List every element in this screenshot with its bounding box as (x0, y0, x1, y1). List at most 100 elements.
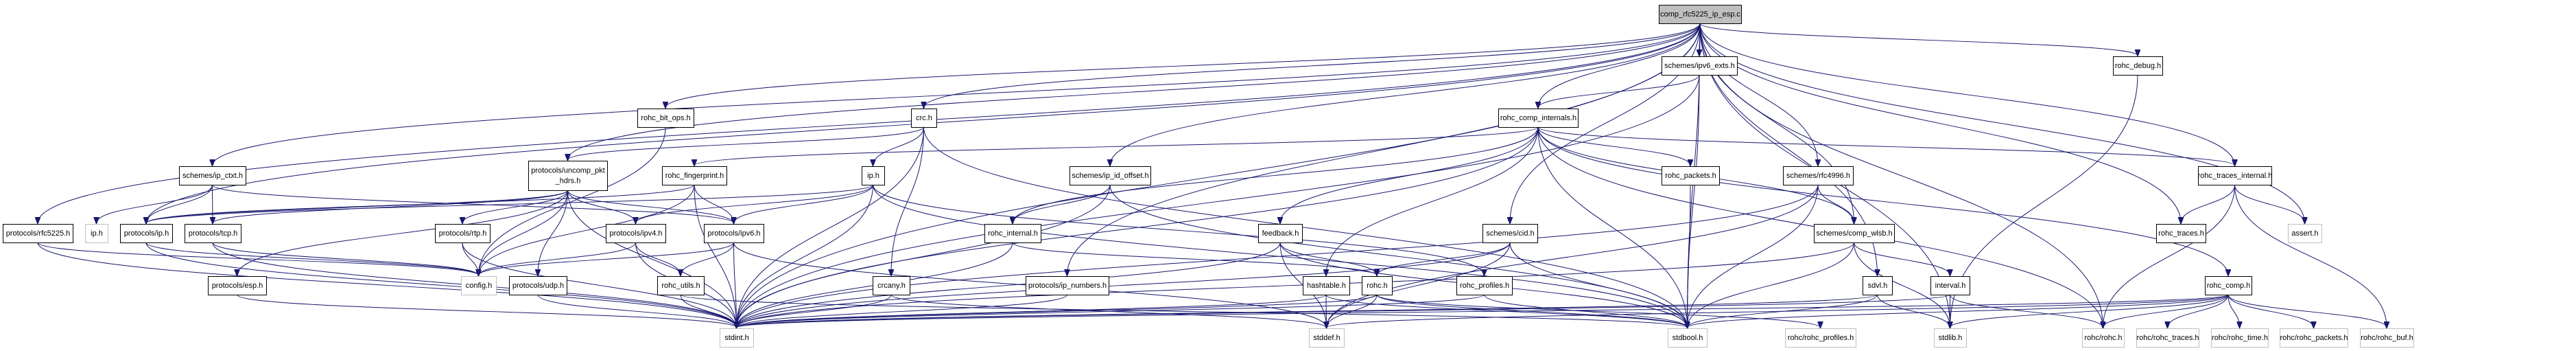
node-uncomp-pkt-hdrs[interactable]: protocols/uncomp_pkt_hdrs.h (528, 161, 608, 191)
edge-root-to-rohc_rohc (1699, 23, 2103, 328)
edge-root-to-ip_ctxt (213, 23, 1701, 166)
node-rohc-traces-internal[interactable]: rohc_traces_internal.h (2198, 166, 2273, 185)
node-interval[interactable]: interval.h (1930, 276, 1970, 295)
node-ipv6-exts[interactable]: schemes/ipv6_exts.h (1662, 56, 1738, 76)
node-rohc-packets[interactable]: rohc_packets.h (1662, 166, 1720, 185)
edge-root-to-rohc_traces_internal (1699, 23, 2235, 166)
node-box (1662, 56, 1738, 76)
edge-rohc_h-to-stdint (737, 294, 1378, 328)
node-rohc-fingerprint[interactable]: rohc_fingerprint.h (662, 166, 727, 185)
node-rohc-traces[interactable]: rohc_traces.h (2156, 224, 2206, 243)
node-box (1814, 224, 1895, 243)
node-label: feedback.h (1262, 229, 1299, 238)
node-label: rohc_comp.h (2207, 282, 2251, 290)
edge-hashtable-to-stdint (737, 294, 1327, 328)
node-rohc-debug[interactable]: rohc_debug.h (2113, 56, 2163, 76)
edge-uncomp_pkt_hdrs-to-config (479, 190, 568, 275)
edge-root-to-rohc_traces (1699, 23, 2181, 223)
node-box (528, 161, 608, 191)
node-box (208, 276, 267, 295)
node-box (3, 224, 73, 243)
node-ipv6[interactable]: protocols/ipv6.h (704, 224, 764, 243)
node-rohc-h[interactable]: rohc.h (1362, 276, 1393, 295)
node-udp[interactable]: protocols/udp.h (509, 276, 567, 295)
node-hashtable[interactable]: hashtable.h (1303, 276, 1350, 295)
edge-ipv6_exts-to-stdint (737, 74, 1700, 328)
node-rfc4996[interactable]: schemes/rfc4996.h (1783, 166, 1854, 185)
edge-uncomp_pkt_hdrs-to-ipv6 (567, 190, 734, 223)
edge-layer (38, 23, 2387, 328)
edge-ip_ctxt-to-ipv6 (212, 184, 734, 223)
edge-ip_id_offset-to-stdint (737, 184, 1111, 328)
node-feedback[interactable]: feedback.h (1258, 224, 1303, 243)
node-rohc-comp[interactable]: rohc_comp.h (2205, 276, 2252, 295)
node-rohc-bit-ops[interactable]: rohc_bit_ops.h (637, 109, 694, 128)
edge-ipv6-to-rohc_utils (681, 242, 734, 275)
node-label: assert.h (2291, 229, 2318, 238)
node-ip-ctxt[interactable]: schemes/ip_ctxt.h (179, 166, 246, 185)
node-box (637, 109, 694, 128)
node-sdvl[interactable]: sdvl.h (1863, 276, 1893, 295)
node-box (1498, 109, 1579, 128)
node-rohc-internal[interactable]: rohc_internal.h (984, 224, 1041, 243)
edge-rohc_internal-to-rohc_h (1012, 242, 1377, 275)
node-label: rohc/rohc_packets.h (2280, 334, 2348, 342)
edge-crc-to-stdint (737, 126, 924, 328)
node-box (606, 224, 666, 243)
node-box (1934, 328, 1967, 348)
node-cid[interactable]: schemes/cid.h (1482, 224, 1538, 243)
edge-rohc_comp_internals-to-stdbool (1537, 126, 1688, 328)
node-label: ip.h (91, 229, 103, 238)
edge-root-to-rohc_bit_ops (665, 23, 1701, 108)
edge-feedback-to-rohc_h (1279, 242, 1377, 275)
edge-rfc5225-to-config (37, 242, 479, 275)
node-box (1303, 276, 1350, 295)
edge-cid-to-stdbool (1509, 242, 1688, 328)
edge-rfc4996-to-comp_wlsb (1817, 184, 1854, 223)
node-box (1930, 276, 1970, 295)
edge-uncomp_pkt_hdrs-to-tcp (213, 190, 568, 223)
node-rfc5225[interactable]: protocols/rfc5225.h (3, 224, 73, 243)
edge-rfc4996-to-stdbool (1688, 184, 1819, 328)
node-label: crc.h (916, 114, 932, 122)
node-label: rohc_traces.h (2158, 229, 2204, 238)
node-box (2360, 328, 2414, 348)
edge-uncomp_pkt_hdrs-to-rtp (462, 190, 568, 223)
node-box (862, 166, 885, 185)
edge-root-to-uncomp_pkt_hdrs (568, 23, 1701, 160)
node-rohc-profiles[interactable]: rohc_profiles.h (1456, 276, 1513, 295)
edge-root-to-ip_id_offset (1110, 23, 1701, 166)
node-rtp[interactable]: protocols/rtp.h (435, 224, 491, 243)
edge-rohc_comp-to-rohc_rohc (2103, 294, 2229, 328)
edge-rohc_comp_internals-to-rohc_comp (1537, 126, 2228, 275)
node-label: rohc/rohc_traces.h (2136, 334, 2199, 342)
node-proto-ip[interactable]: protocols/ip.h (120, 224, 173, 243)
node-box (662, 166, 727, 185)
node-comp-wlsb[interactable]: schemes/comp_wlsb.h (1814, 224, 1895, 243)
node-rohc-utils[interactable]: rohc_utils.h (657, 276, 705, 295)
node-label: protocols/ipv4.h (609, 229, 662, 238)
node-box (1026, 276, 1109, 295)
edge-ipv4-to-rohc_utils (635, 242, 681, 275)
node-label: ip.h (867, 172, 879, 180)
edge-rohc_comp_internals-to-rohc_fingerprint (694, 126, 1539, 166)
node-rohc-comp-internals[interactable]: rohc_comp_internals.h (1498, 109, 1579, 128)
node-crcany[interactable]: crcany.h (873, 276, 910, 295)
node-ip-numbers[interactable]: protocols/ip_numbers.h (1026, 276, 1109, 295)
node-label: protocols/esp.h (212, 282, 263, 290)
node-crc[interactable]: crc.h (911, 109, 937, 128)
node-label: rohc_profiles.h (1460, 282, 1509, 290)
node-box (1863, 276, 1893, 295)
edge-rfc5225-to-stdint (37, 242, 737, 328)
node-ip-id-offset[interactable]: schemes/ip_id_offset.h (1070, 166, 1151, 185)
edge-rohc_comp-to-rohc_rohc_time (2228, 294, 2240, 328)
node-box (2211, 328, 2269, 348)
node-ipv4[interactable]: protocols/ipv4.h (606, 224, 666, 243)
node-root[interactable]: comp_rfc5225_ip_esp.c (1659, 5, 1742, 24)
node-stdbool: stdbool.h (1668, 328, 1708, 348)
node-ip-h[interactable]: ip.h (862, 166, 885, 185)
edge-ipv4-to-config (479, 242, 636, 275)
edge-ip_h-to-proto_ip (146, 184, 873, 223)
node-esp[interactable]: protocols/esp.h (208, 276, 267, 295)
node-tcp[interactable]: protocols/tcp.h (185, 224, 241, 243)
